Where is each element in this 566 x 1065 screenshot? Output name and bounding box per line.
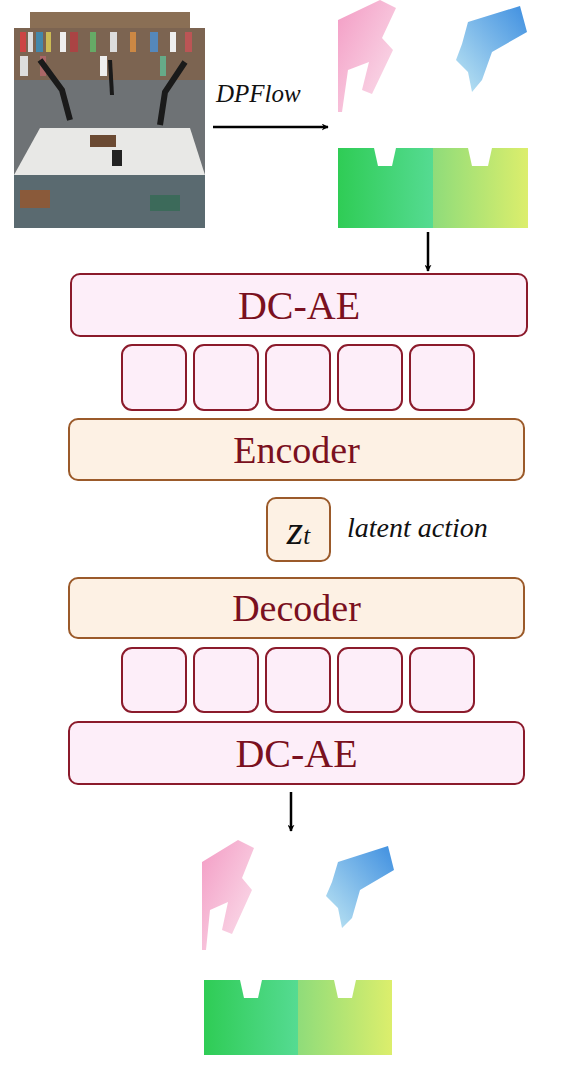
token-box xyxy=(338,345,402,410)
token-box xyxy=(266,648,330,712)
gripper-notch xyxy=(334,980,356,998)
encoder-box: Encoder xyxy=(68,418,525,481)
box-title: Decoder xyxy=(232,586,361,630)
box-title: Encoder xyxy=(233,428,360,472)
dc-ae-box: DC-AE xyxy=(68,721,525,785)
flow-gripper xyxy=(204,980,298,1055)
robot-arm xyxy=(40,60,70,120)
token-box xyxy=(338,648,402,712)
flow-gripper xyxy=(338,148,433,228)
flow-blob xyxy=(456,6,527,92)
token-row xyxy=(122,345,474,410)
flow-arrow xyxy=(213,126,328,129)
robot-arm xyxy=(110,60,112,95)
dc-ae-box: DC-AE xyxy=(70,273,528,337)
table-top xyxy=(14,128,205,175)
token-box xyxy=(122,648,186,712)
gripper-notch xyxy=(240,980,262,998)
robot-arm xyxy=(160,62,185,125)
method-label: DPFlow xyxy=(216,80,301,108)
flow-gripper xyxy=(298,980,392,1055)
token-box xyxy=(194,648,258,712)
flow-blob xyxy=(338,0,396,112)
token-box xyxy=(266,345,330,410)
flow-blob xyxy=(202,840,254,950)
annotation-label: latent action xyxy=(347,512,488,544)
photo-front xyxy=(14,28,205,228)
latent-subscript: t xyxy=(303,522,310,550)
down-arrow xyxy=(290,792,293,831)
optical-flow-image xyxy=(338,0,528,228)
box xyxy=(150,195,180,211)
flow-blob xyxy=(326,846,394,928)
token-box xyxy=(410,345,474,410)
box-title: DC-AE xyxy=(235,730,357,777)
token-box xyxy=(122,345,186,410)
token-row xyxy=(122,648,474,712)
floor xyxy=(14,175,205,228)
gripper-notch xyxy=(468,148,492,166)
flow-gripper xyxy=(433,148,528,228)
box xyxy=(20,190,50,208)
object xyxy=(112,150,122,166)
down-arrow xyxy=(427,232,430,271)
box-title: DC-AE xyxy=(238,282,360,329)
object xyxy=(90,135,116,147)
token-box xyxy=(410,648,474,712)
latent-symbol: z xyxy=(287,506,303,554)
reconstructed-flow-image xyxy=(202,840,394,1055)
robot-photo-stack xyxy=(14,12,205,228)
gripper-notch xyxy=(374,148,396,166)
latent-token-box: zt xyxy=(266,497,331,562)
token-box xyxy=(194,345,258,410)
decoder-box: Decoder xyxy=(68,577,525,639)
